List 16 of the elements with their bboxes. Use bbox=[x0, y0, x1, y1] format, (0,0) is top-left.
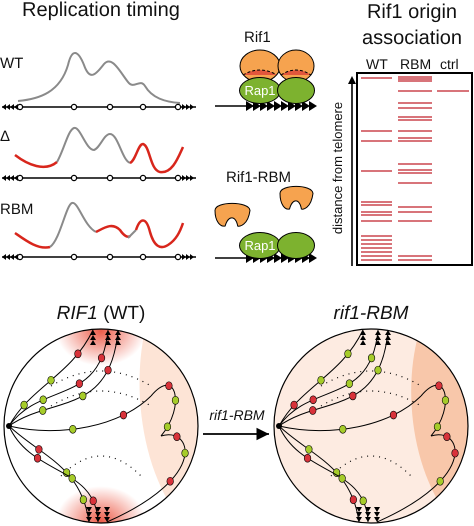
panel-heading: Replication timing bbox=[22, 0, 180, 21]
column-header: RBM bbox=[400, 57, 432, 72]
strain-label: Δ bbox=[0, 129, 10, 146]
arrow bbox=[203, 428, 269, 440]
protein-ellipse: Rap1 bbox=[239, 77, 281, 104]
axis-label: distance from telomere bbox=[330, 102, 346, 234]
column-header: ctrl bbox=[440, 57, 459, 72]
panel-heading: rif1-RBM bbox=[334, 303, 408, 324]
strain-label: RBM bbox=[0, 202, 34, 218]
column-header: WT bbox=[366, 57, 388, 72]
strain-label: WT bbox=[0, 56, 24, 72]
panel-heading: Rif1 origin association bbox=[360, 0, 464, 51]
panel-heading: RIF1 (WT) bbox=[56, 303, 146, 324]
protein-ellipse: Rap1 bbox=[239, 232, 281, 259]
protein-label: Rif1 bbox=[244, 30, 271, 46]
protein-label: Rif1-RBM bbox=[226, 170, 292, 186]
